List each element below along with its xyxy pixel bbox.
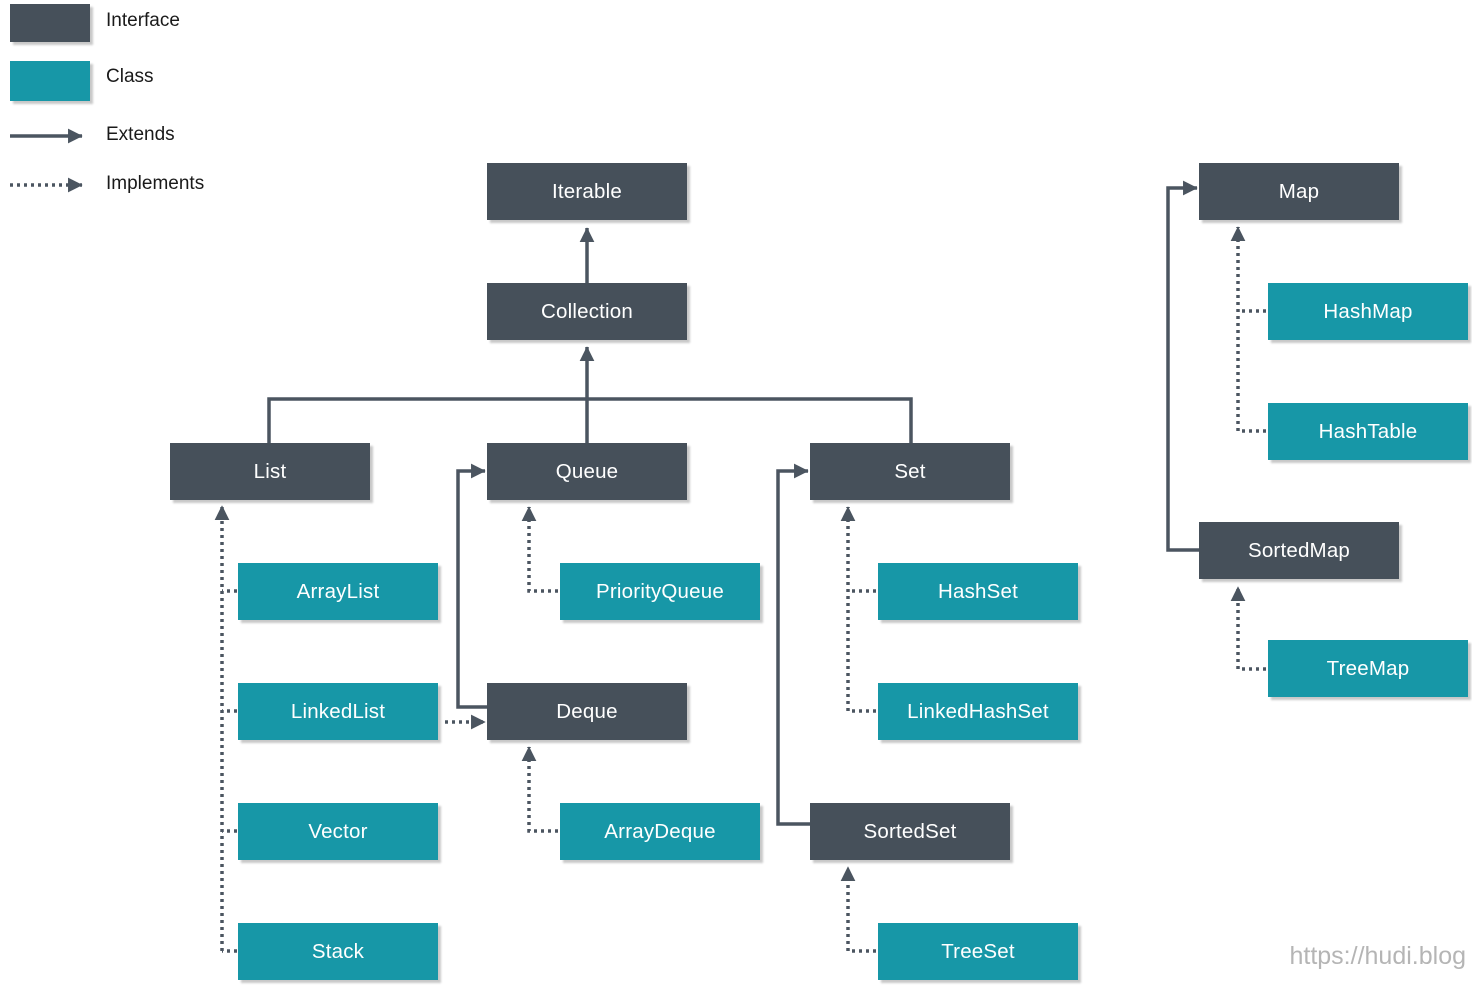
node-hashmap: HashMap: [1268, 283, 1468, 340]
node-sortedset: SortedSet: [810, 803, 1010, 860]
node-arraydeque: ArrayDeque: [560, 803, 760, 860]
edge-priorityqueue-implements-queue: [521, 506, 558, 593]
node-hashset: HashSet: [878, 563, 1078, 620]
node-collection-label: Collection: [540, 299, 634, 323]
node-hashtable: HashTable: [1268, 403, 1468, 460]
node-iterable-label: Iterable: [552, 179, 622, 203]
edge-treemap-implements-sortedmap: [1230, 586, 1266, 671]
node-sortedmap-label: SortedMap: [1247, 538, 1351, 562]
node-linkedlist-label: LinkedList: [290, 699, 386, 723]
node-sortedmap: SortedMap: [1199, 522, 1399, 579]
node-set-label: Set: [894, 459, 926, 483]
node-deque-label: Deque: [556, 699, 618, 723]
node-vector: Vector: [238, 803, 438, 860]
node-collection: Collection: [487, 283, 687, 340]
node-queue: Queue: [487, 443, 687, 500]
legend-interface-label: Interface: [106, 10, 180, 31]
edge-sortedmap-extends-map: [1166, 180, 1199, 552]
node-treemap: TreeMap: [1268, 640, 1468, 697]
node-linkedhashset-label: LinkedHashSet: [907, 699, 1049, 723]
node-treemap-label: TreeMap: [1326, 656, 1410, 680]
edge-deque-extends-queue: [456, 463, 487, 709]
node-iterable: Iterable: [487, 163, 687, 220]
legend-implements-label: Implements: [106, 173, 205, 194]
node-vector-label: Vector: [308, 819, 368, 843]
legend-class-label: Class: [106, 66, 154, 87]
edge-sortedset-extends-set: [776, 463, 810, 826]
node-queue-label: Queue: [555, 459, 619, 483]
node-map-label: Map: [1278, 179, 1320, 203]
legend-class-swatch: [10, 61, 90, 101]
legend-interface-swatch: [10, 4, 90, 42]
node-linkedhashset: LinkedHashSet: [878, 683, 1078, 740]
node-priorityqueue: PriorityQueue: [560, 563, 760, 620]
node-sortedset-label: SortedSet: [863, 819, 957, 843]
node-stack: Stack: [238, 923, 438, 980]
edge-hashmap-hashtable-implement-map: [1238, 227, 1266, 433]
edge-treeset-implements-sortedset: [840, 866, 876, 953]
edge-hashset-linkedhashset-implement-set: [848, 507, 876, 713]
node-priorityqueue-label: PriorityQueue: [596, 579, 724, 603]
edge-list-implementors: [222, 506, 237, 953]
node-hashtable-label: HashTable: [1318, 419, 1418, 443]
legend-extends-label: Extends: [106, 124, 175, 145]
node-list: List: [170, 443, 370, 500]
edge-arraydeque-implements-deque: [521, 746, 558, 833]
node-stack-label: Stack: [311, 939, 365, 963]
edge-branch-rail: [267, 397, 913, 443]
node-arraylist: ArrayList: [238, 563, 438, 620]
node-treeset-label: TreeSet: [941, 939, 1015, 963]
node-linkedlist: LinkedList: [238, 683, 438, 740]
node-deque: Deque: [487, 683, 687, 740]
legend-extends-arrow-icon: [10, 128, 83, 144]
node-hashset-label: HashSet: [937, 579, 1019, 603]
node-set: Set: [810, 443, 1010, 500]
node-list-label: List: [253, 459, 287, 483]
node-arraydeque-label: ArrayDeque: [604, 819, 716, 843]
node-treeset: TreeSet: [878, 923, 1078, 980]
node-map: Map: [1199, 163, 1399, 220]
watermark: https://hudi.blog: [1289, 942, 1466, 970]
node-hashmap-label: HashMap: [1323, 299, 1413, 323]
node-arraylist-label: ArrayList: [296, 579, 380, 603]
legend-implements-arrow-icon: [10, 177, 83, 193]
